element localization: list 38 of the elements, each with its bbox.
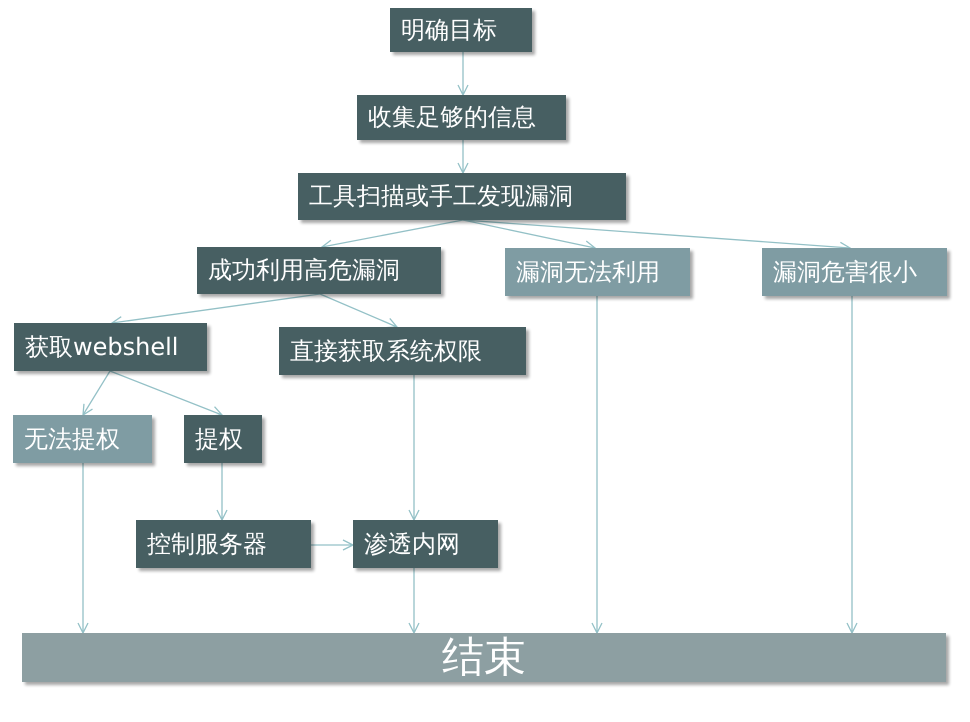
step-label: 获取webshell (25, 332, 178, 362)
arrow (408, 568, 420, 634)
step-box (184, 415, 262, 463)
dead-end-box (13, 415, 152, 463)
step-label: 控制服务器 (147, 530, 267, 558)
step-label: 工具扫描或手工发现漏洞 (309, 182, 573, 211)
step-label: 无法提权 (24, 424, 120, 454)
step-box (197, 247, 441, 294)
step-label: 明确目标 (401, 16, 497, 44)
step-label: 漏洞危害很小 (773, 258, 917, 286)
arrow (846, 296, 858, 634)
step-box (357, 95, 566, 140)
end-bar (22, 633, 946, 682)
arrow (110, 370, 223, 417)
step-box (298, 173, 626, 220)
arrow (216, 463, 228, 521)
arrow (591, 296, 603, 634)
step-label: 提权 (195, 424, 243, 454)
arrow (77, 463, 89, 634)
end-label: 结束 (442, 632, 526, 683)
arrow (320, 293, 398, 328)
step-box (136, 520, 311, 568)
step-label: 收集足够的信息 (368, 103, 536, 132)
step-box (279, 327, 526, 375)
step-box (353, 520, 498, 568)
arrow (82, 370, 111, 416)
dead-end-box (762, 248, 947, 296)
step-label: 直接获取系统权限 (290, 336, 482, 366)
step-label: 成功利用高危漏洞 (208, 256, 400, 285)
arrow (311, 539, 354, 551)
step-box (390, 8, 532, 52)
arrow (457, 52, 469, 96)
arrow (457, 140, 469, 174)
dead-end-box (505, 248, 690, 296)
arrow (408, 375, 420, 521)
step-box (14, 323, 207, 371)
step-label: 渗透内网 (364, 530, 460, 558)
step-label: 漏洞无法利用 (516, 258, 660, 286)
